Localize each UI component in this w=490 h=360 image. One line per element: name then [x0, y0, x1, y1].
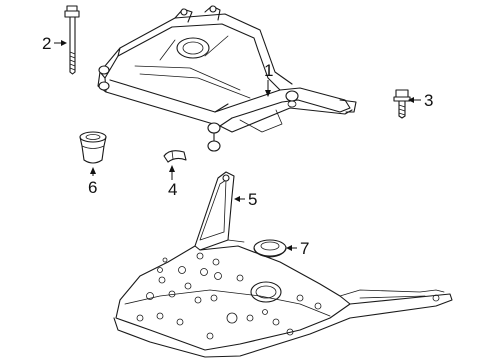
callout-4-number: 4: [168, 180, 177, 199]
callout-1: 1: [264, 61, 273, 97]
callout-5-number: 5: [248, 190, 257, 209]
part-7-cap: [253, 239, 287, 258]
callout-3-number: 3: [424, 91, 433, 110]
callout-2-number: 2: [42, 34, 51, 53]
part-4-clip: [163, 150, 187, 163]
callout-2: 2: [42, 34, 67, 53]
part-6-bushing: [79, 131, 107, 164]
callout-6-number: 6: [88, 178, 97, 197]
callout-5: 5: [234, 190, 257, 209]
part-2-long-bolt: [64, 5, 80, 75]
callout-7: 7: [286, 239, 309, 258]
callout-1-number: 1: [264, 61, 273, 80]
callout-4: 4: [168, 165, 177, 199]
part-3-bolt: [393, 89, 411, 119]
callout-3: 3: [408, 91, 433, 110]
callout-7-number: 7: [300, 239, 309, 258]
callout-6: 6: [88, 167, 97, 197]
part-5-underbody-shield: [113, 171, 453, 358]
part-1-subframe: [97, 5, 357, 152]
